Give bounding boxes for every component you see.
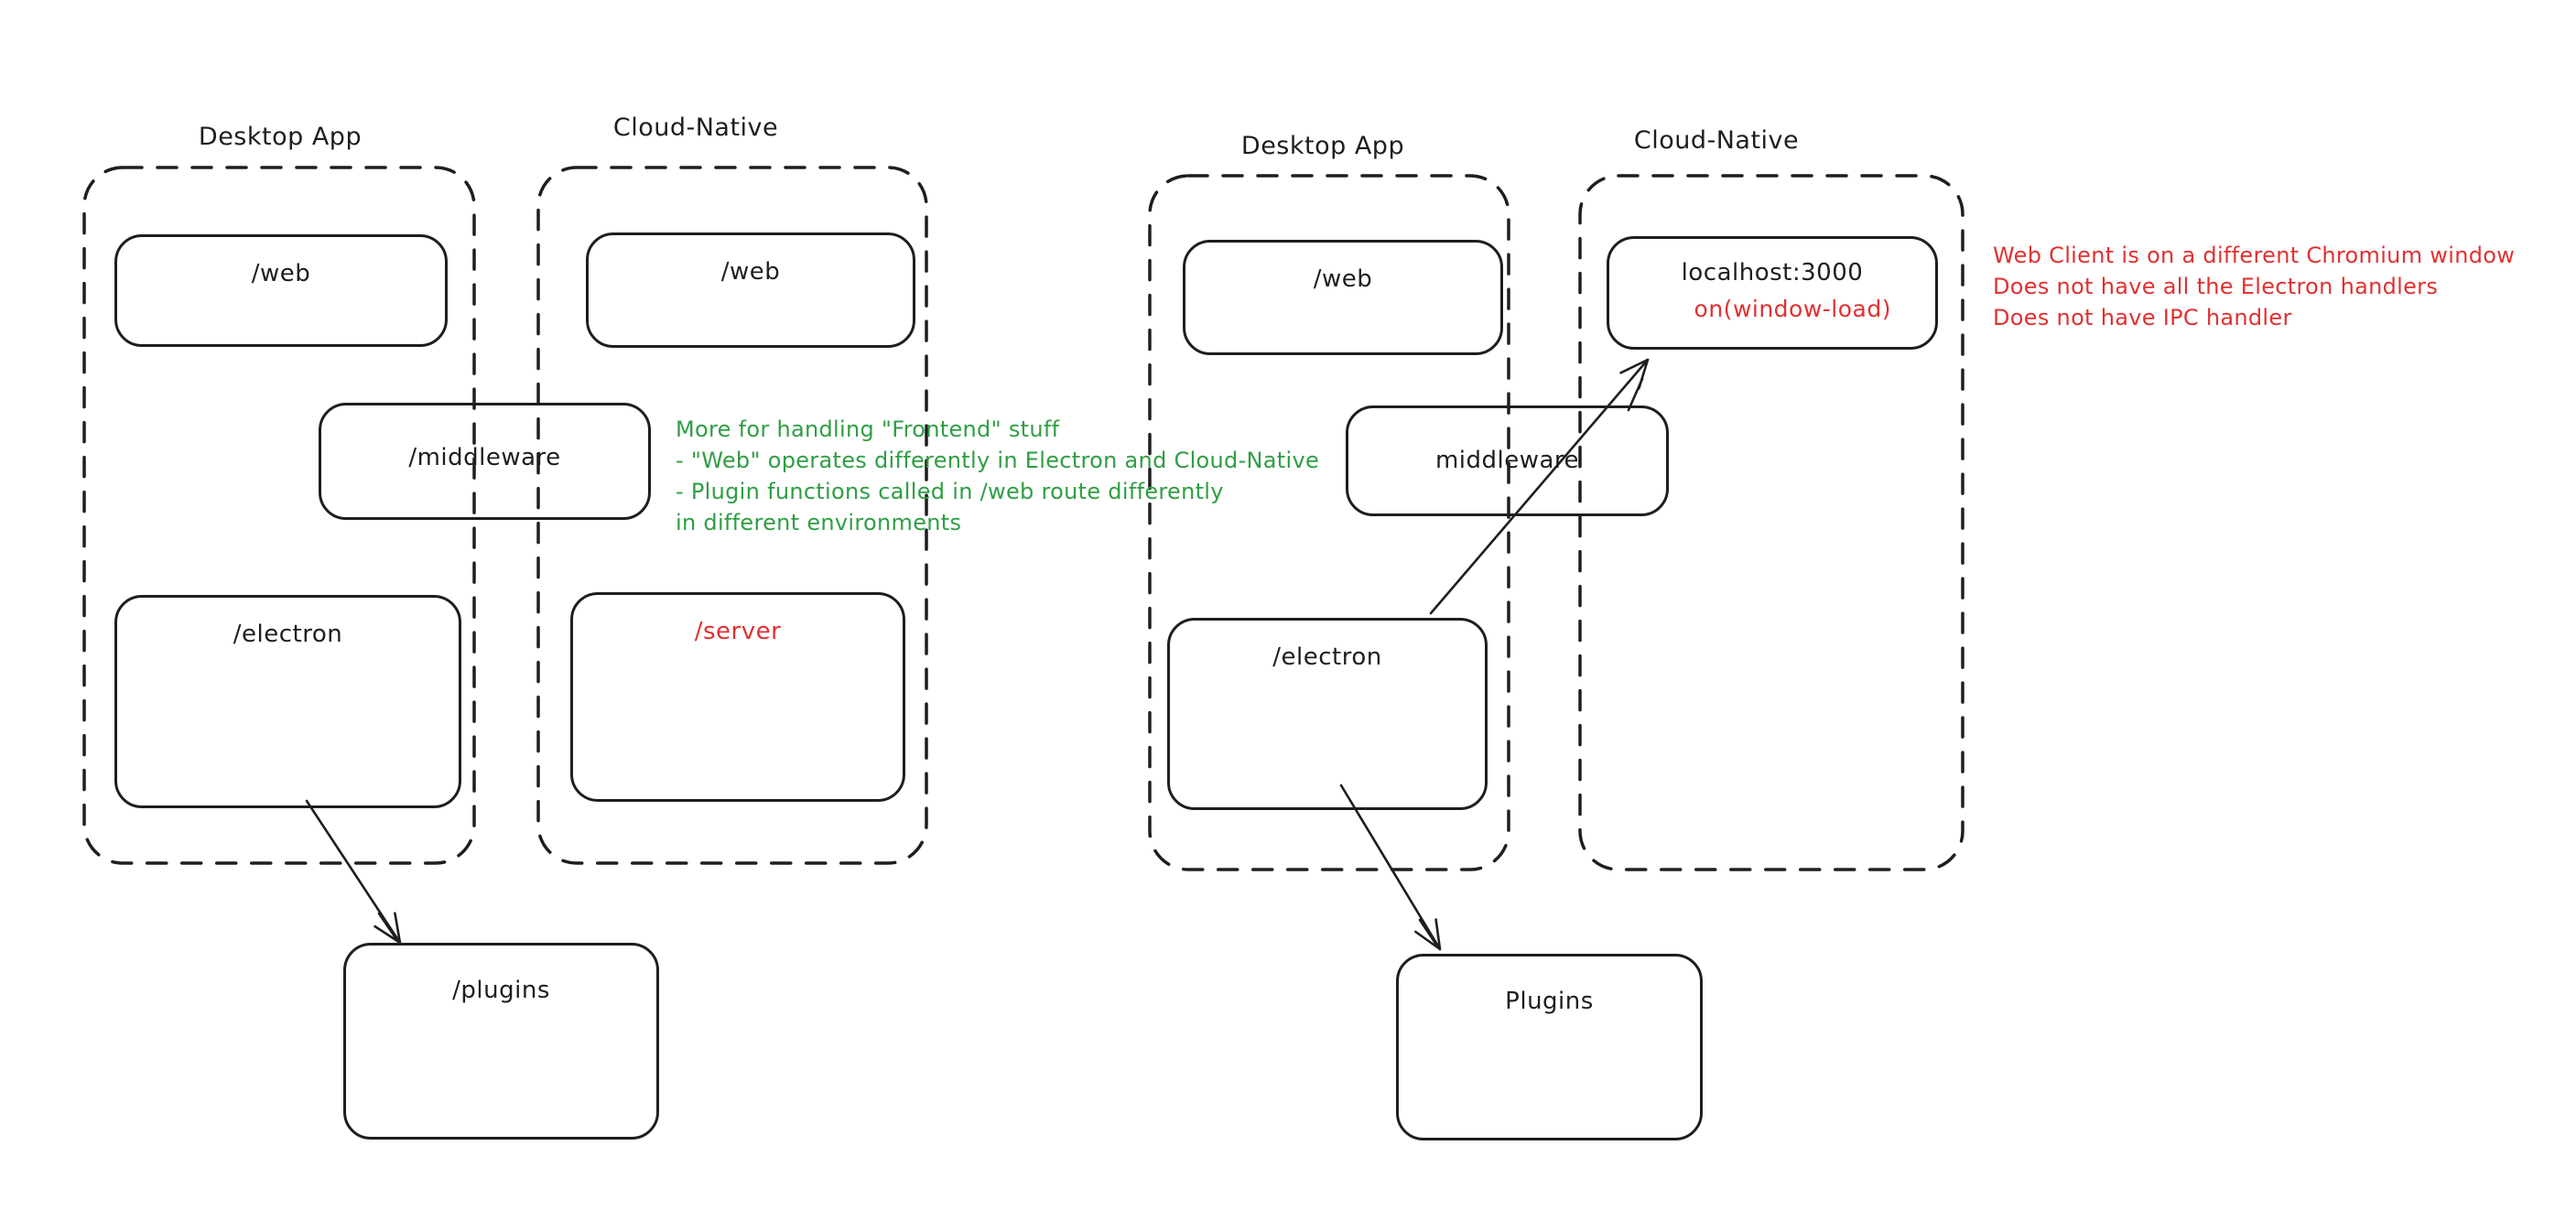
red-annotation[interactable]: Web Client is on a different Chromium wi…	[1993, 240, 2515, 333]
web-box-desktop-right[interactable]: /web	[1183, 240, 1503, 355]
middleware-box-right[interactable]: middleware	[1346, 405, 1669, 516]
electron-box-right-label: /electron	[1272, 643, 1382, 671]
middleware-box-left[interactable]: /middleware	[319, 403, 651, 520]
web-box-cloud-left[interactable]: /web	[586, 232, 915, 348]
green-annotation-line3: - Plugin functions called in /web route …	[676, 479, 1224, 504]
cloud-native-container-right[interactable]	[1578, 174, 1964, 871]
arrow-electron-to-plugins-right[interactable]	[1339, 784, 1442, 951]
plugins-box-right[interactable]: Plugins	[1396, 954, 1703, 1140]
electron-box-right[interactable]: /electron	[1167, 618, 1488, 810]
desktop-app-container-left[interactable]	[82, 166, 476, 865]
green-annotation-line4: in different environments	[676, 510, 962, 535]
middleware-box-right-label: middleware	[1434, 447, 1580, 474]
localhost-box-label: localhost:3000	[1681, 259, 1864, 286]
cloud-native-label-right[interactable]: Cloud-Native	[1633, 126, 1800, 155]
red-annotation-line3: Does not have IPC handler	[1993, 305, 2292, 330]
desktop-app-container-right[interactable]	[1148, 174, 1510, 871]
arrow-electron-to-plugins-left[interactable]	[305, 799, 402, 945]
plugins-box-right-label: Plugins	[1505, 988, 1594, 1015]
middleware-box-left-label: /middleware	[408, 444, 561, 471]
plugins-box-left-label: /plugins	[452, 977, 550, 1004]
web-box-desktop-right-label: /web	[1313, 265, 1373, 293]
cloud-native-container-left[interactable]	[536, 166, 928, 865]
electron-box-left[interactable]: /electron	[114, 595, 461, 808]
electron-box-left-label: /electron	[233, 621, 343, 648]
localhost-box[interactable]: localhost:3000 on(window-load)	[1607, 236, 1938, 350]
desktop-app-label-left[interactable]: Desktop App	[198, 123, 363, 151]
arrow-electron-to-localhost[interactable]	[1429, 358, 1650, 615]
web-box-desktop-left-label: /web	[251, 260, 311, 287]
window-load-label: on(window-load)	[1694, 296, 1891, 322]
cloud-native-label-left[interactable]: Cloud-Native	[612, 113, 779, 142]
server-box-left[interactable]: /server	[570, 592, 905, 802]
desktop-app-label-right[interactable]: Desktop App	[1240, 132, 1405, 160]
green-annotation-line1: More for handling "Frontend" stuff	[676, 416, 1060, 442]
web-box-cloud-left-label: /web	[720, 258, 781, 286]
green-annotation-line2: - "Web" operates differently in Electron…	[676, 448, 1320, 473]
red-annotation-line2: Does not have all the Electron handlers	[1993, 274, 2439, 299]
web-box-desktop-left[interactable]: /web	[114, 234, 448, 347]
green-annotation[interactable]: More for handling "Frontend" stuff - "We…	[676, 414, 1319, 538]
plugins-box-left[interactable]: /plugins	[343, 943, 659, 1140]
server-box-left-label: /server	[694, 618, 782, 645]
red-annotation-line1: Web Client is on a different Chromium wi…	[1993, 243, 2516, 268]
